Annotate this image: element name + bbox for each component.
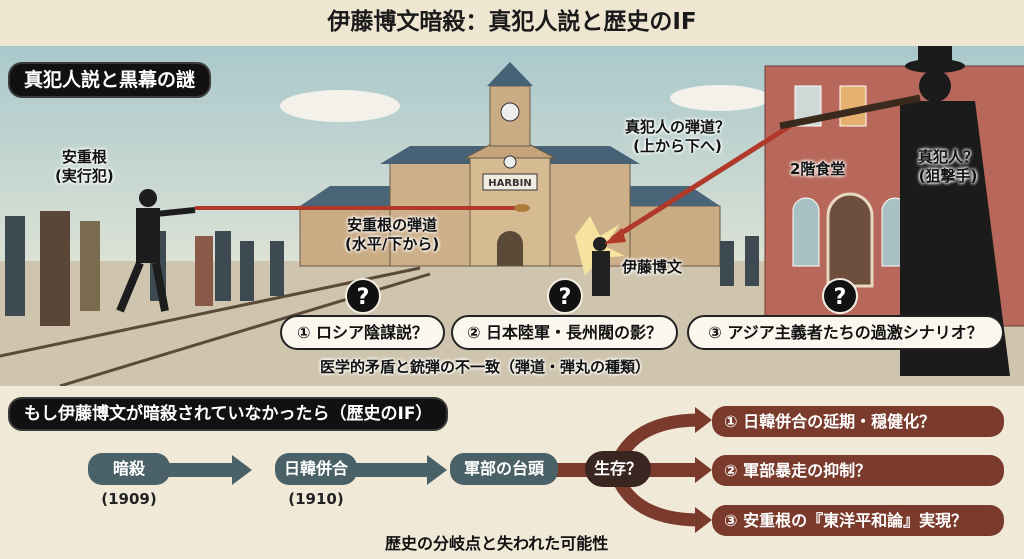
year-1910: (1910) bbox=[288, 490, 344, 508]
question-icon: ? bbox=[547, 278, 583, 314]
true-trajectory-title: 真犯人の弾道？ bbox=[625, 118, 731, 136]
sniper-silhouette bbox=[779, 46, 1010, 376]
sniper-note: (狙撃手) bbox=[918, 167, 978, 185]
if-section-label: もし伊藤博文が暗殺されていなかったら（歴史のIF） bbox=[8, 397, 449, 431]
an-trajectory-title: 安重根の弾道 bbox=[347, 216, 438, 234]
scene-caption: 医学的矛盾と銃弾の不一致（弾道・弾丸の種類） bbox=[320, 358, 651, 376]
an-name: 安重根 bbox=[61, 148, 107, 166]
an-junggeun-figure bbox=[116, 189, 196, 313]
section-label: 真犯人説と黒幕の謎 bbox=[8, 62, 212, 98]
theory-russia: ① ロシア陰謀説？ bbox=[280, 315, 445, 350]
flow-step-annexation: 日韓併合 bbox=[275, 453, 357, 485]
true-trajectory-label: 真犯人の弾道？(上から下へ) bbox=[625, 118, 730, 156]
theory-japanese-army: ② 日本陸軍・長州閥の影？ bbox=[451, 315, 678, 350]
ito-figure bbox=[575, 216, 625, 296]
if-caption: 歴史の分岐点と失われた可能性 bbox=[385, 534, 609, 553]
sniper-title: 真犯人？ bbox=[918, 148, 979, 166]
true-trajectory-line bbox=[610, 123, 792, 242]
bullet-icon bbox=[514, 204, 530, 212]
sniper-label: 真犯人？(狙撃手) bbox=[918, 148, 978, 186]
true-trajectory-note: (上から下へ) bbox=[633, 137, 722, 155]
arrow-icon bbox=[695, 507, 712, 533]
flow-step-military-rise: 軍部の台頭 bbox=[450, 453, 558, 485]
theory-asianists: ③ アジア主義者たちの過激シナリオ？ bbox=[687, 315, 1004, 350]
outcome-military-restraint: ② 軍部暴走の抑制？ bbox=[712, 455, 1004, 486]
an-trajectory-note: (水平/下から) bbox=[345, 235, 440, 253]
assassination-scene: HARBIN 真犯人説と黒幕の謎 安重根(実行犯) 安重根の弾道(水平/下から)… bbox=[0, 46, 1024, 386]
outcome-annexation-delay: ① 日韓併合の延期・穏健化？ bbox=[712, 406, 1004, 437]
trajectory-arrowhead bbox=[604, 228, 626, 244]
question-icon: ? bbox=[822, 278, 858, 314]
arrow-icon bbox=[695, 407, 712, 433]
ito-label: 伊藤博文 bbox=[622, 258, 683, 276]
station-sign: HARBIN bbox=[488, 178, 532, 189]
second-floor-label: 2階食堂 bbox=[790, 160, 846, 178]
question-icon: ? bbox=[345, 278, 381, 314]
page-title: 伊藤博文暗殺：真犯人説と歴史のIF bbox=[0, 0, 1024, 46]
an-role: (実行犯) bbox=[55, 167, 114, 185]
year-1909: (1909) bbox=[101, 490, 157, 508]
an-label: 安重根(実行犯) bbox=[55, 148, 114, 186]
cloud bbox=[280, 90, 400, 122]
arrow-icon bbox=[232, 455, 252, 485]
outcome-east-asian-peace: ③ 安重根の『東洋平和論』実現？ bbox=[712, 505, 1004, 536]
arrow-icon bbox=[427, 455, 447, 485]
branch-survival: 生存？ bbox=[585, 451, 651, 487]
an-trajectory-label: 安重根の弾道(水平/下から) bbox=[345, 216, 439, 254]
arrow-icon bbox=[695, 457, 712, 483]
flow-step-assassination: 暗殺 bbox=[88, 453, 170, 485]
